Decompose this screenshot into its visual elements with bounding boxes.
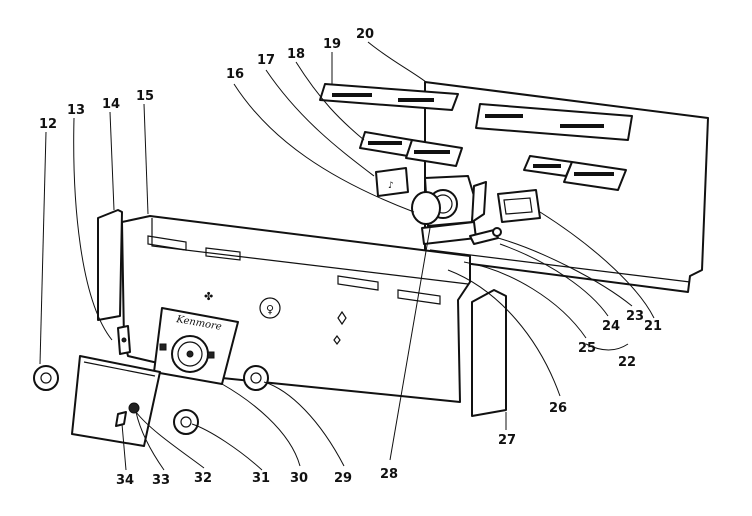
cover-spring [115, 411, 127, 427]
right-end-cap [471, 289, 507, 417]
callout-13: 13 [67, 103, 85, 118]
callout-31: 31 [252, 471, 270, 486]
indicator-strips [319, 83, 633, 141]
svg-text:♀: ♀ [266, 303, 274, 316]
callout-17: 17 [257, 53, 275, 68]
callout-27: 27 [498, 433, 516, 448]
callout-29: 29 [334, 471, 352, 486]
callout-28: 28 [380, 467, 398, 482]
switch-box: ♪ [375, 167, 409, 197]
svg-text:♪: ♪ [388, 181, 394, 191]
timer-assembly [411, 175, 487, 245]
callout-12: 12 [39, 117, 57, 132]
callout-21: 21 [644, 319, 662, 334]
knob-29 [243, 365, 269, 391]
callout-34: 34 [116, 473, 134, 488]
callout-32: 32 [194, 471, 212, 486]
knob-12 [33, 365, 59, 391]
callout-24: 24 [602, 319, 620, 334]
callout-25: 25 [578, 341, 596, 356]
kenmore-plate: Kenmore [153, 307, 239, 385]
knob-31 [173, 409, 199, 435]
callout-22: 22 [618, 355, 636, 370]
callout-labels: 12 13 14 15 16 17 18 19 20 21 22 23 24 2… [39, 27, 662, 488]
cover-knob [128, 402, 140, 414]
callout-19: 19 [323, 37, 341, 52]
callout-20: 20 [356, 27, 374, 42]
callout-14: 14 [102, 97, 120, 112]
light-strips [359, 131, 627, 191]
callout-16: 16 [226, 67, 244, 82]
callout-23: 23 [626, 309, 644, 324]
callout-30: 30 [290, 471, 308, 486]
panel-clip [117, 325, 131, 355]
callout-15: 15 [136, 89, 154, 104]
callout-18: 18 [287, 47, 305, 62]
left-end-cap [97, 209, 123, 321]
selector-switch [497, 189, 541, 223]
svg-text:✤: ✤ [204, 290, 213, 303]
callout-26: 26 [549, 401, 567, 416]
leader-lines [39, 41, 655, 471]
callout-33: 33 [152, 473, 170, 488]
front-cover [71, 355, 161, 447]
